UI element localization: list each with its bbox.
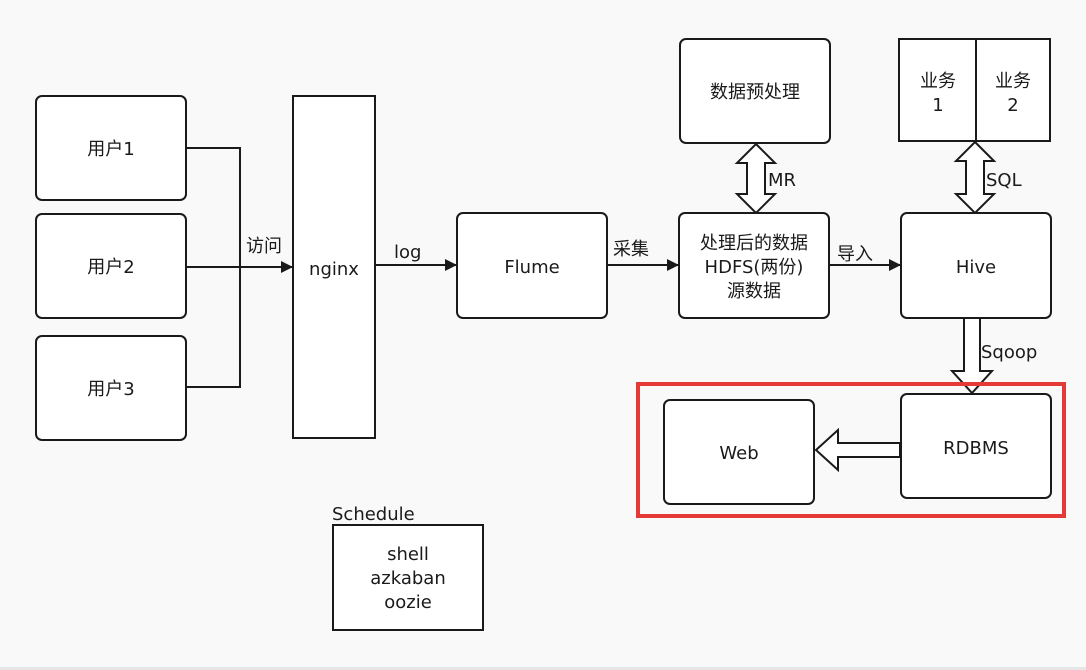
mr-label: MR: [768, 170, 796, 191]
preprocess-box: 数据预处理: [679, 38, 831, 144]
web-box: Web: [663, 399, 815, 505]
business-2-line-2: 2: [1007, 95, 1018, 116]
schedule-box: shell azkaban oozie: [332, 524, 484, 631]
rdbms-label: RDBMS: [943, 438, 1009, 459]
nginx-box: nginx: [292, 95, 376, 439]
processed-line-2: HDFS(两份): [705, 257, 804, 278]
preprocess-label: 数据预处理: [710, 82, 800, 103]
business-1-box: 业务 1: [898, 38, 978, 142]
rdbms-to-web-arrow: [814, 427, 901, 473]
user-1-label: 用户1: [87, 139, 134, 160]
user-1-box: 用户1: [35, 95, 187, 201]
log-label: log: [394, 242, 421, 263]
sqoop-label: Sqoop: [981, 342, 1037, 363]
user-2-label: 用户2: [87, 257, 134, 278]
business-1-line-2: 1: [932, 95, 943, 116]
schedule-title: Schedule: [332, 504, 415, 525]
processed-line-3: 源数据: [727, 281, 781, 302]
flume-box: Flume: [456, 212, 608, 319]
schedule-line-2: azkaban: [370, 568, 445, 589]
business-1-line-1: 业务: [920, 71, 956, 92]
business-2-line-1: 业务: [995, 71, 1031, 92]
collect-label: 采集: [613, 239, 649, 260]
users-connector: [186, 147, 293, 388]
web-label: Web: [719, 443, 758, 464]
flume-label: Flume: [504, 257, 559, 278]
schedule-line-3: oozie: [384, 592, 432, 613]
user-3-box: 用户3: [35, 335, 187, 441]
hive-label: Hive: [956, 257, 996, 278]
processed-data-box: 处理后的数据 HDFS(两份) 源数据: [678, 212, 830, 319]
bottom-divider: [0, 667, 1086, 670]
hive-box: Hive: [900, 212, 1052, 319]
business-2-box: 业务 2: [975, 38, 1051, 142]
user-3-label: 用户3: [87, 379, 134, 400]
highlight-frame: [636, 382, 1066, 518]
rdbms-box: RDBMS: [900, 393, 1052, 499]
user-2-box: 用户2: [35, 213, 187, 319]
nginx-label: nginx: [309, 259, 359, 280]
visit-label: 访问: [246, 236, 282, 257]
sql-label: SQL: [986, 170, 1022, 191]
import-label: 导入: [837, 244, 873, 265]
processed-line-1: 处理后的数据: [700, 233, 808, 254]
schedule-line-1: shell: [387, 544, 429, 565]
